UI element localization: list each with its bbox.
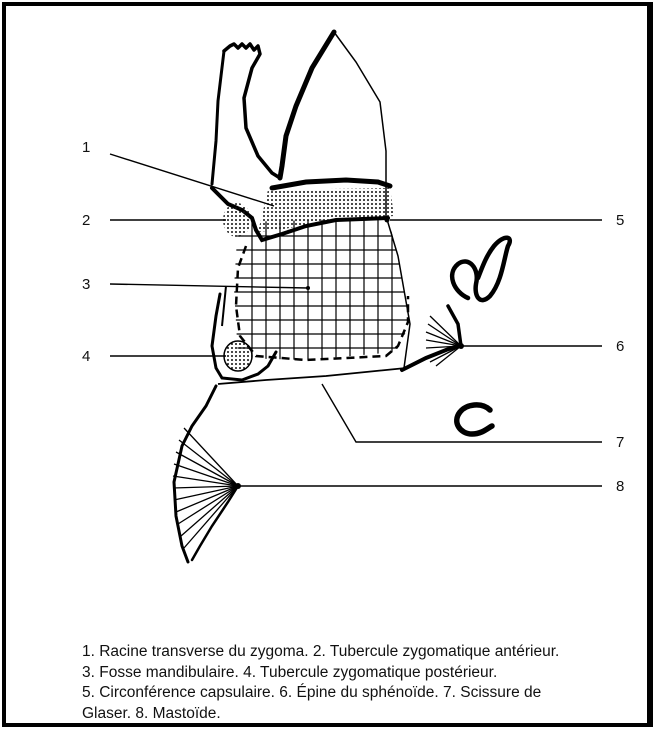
point-8: [235, 483, 241, 489]
callout-4: 4: [82, 348, 90, 365]
callout-5: 5: [616, 212, 624, 229]
point-3: [306, 286, 310, 290]
callout-6: 6: [616, 338, 624, 355]
zygoma-right-edge: [280, 32, 334, 178]
figure-eight-shape: [452, 238, 510, 300]
callout-3: 3: [82, 276, 90, 293]
posterior-outer-line: [222, 286, 226, 326]
anatomy-diagram: 1 2 3 4 5 6 7 8: [6, 6, 651, 636]
c-shape: [457, 405, 492, 434]
caption-line-2: 3. Fosse mandibulaire. 4. Tubercule zygo…: [82, 663, 653, 684]
figure-caption: 1. Racine transverse du zygoma. 2. Tuber…: [82, 642, 653, 724]
zygomatic-process-outline: [224, 44, 280, 178]
transverse-root-bar: [272, 180, 390, 188]
dotted-band: [258, 188, 394, 232]
callout-7: 7: [616, 434, 624, 451]
capsular-point: [385, 218, 390, 223]
leader-1: [110, 154, 274, 206]
mastoid-right-contour: [192, 486, 238, 560]
caption-line-1: 1. Racine transverse du zygoma. 2. Tuber…: [82, 642, 653, 663]
callout-2: 2: [82, 212, 90, 229]
callout-1: 1: [82, 139, 90, 156]
point-6: [458, 343, 464, 349]
zygoma-left-edge: [212, 51, 224, 184]
glaser-fissure-line: [218, 368, 406, 384]
callout-8: 8: [616, 478, 624, 495]
leader-3: [110, 284, 308, 288]
anterior-tubercle: [223, 203, 251, 237]
caption-line-4: Glaser. 8. Mastoïde.: [82, 704, 653, 725]
posterior-tubercle: [224, 341, 252, 371]
caption-line-3: 5. Circonférence capsulaire. 6. Épine du…: [82, 683, 653, 704]
figure-frame: 1 2 3 4 5 6 7 8 1. Racine transverse du …: [2, 2, 653, 727]
